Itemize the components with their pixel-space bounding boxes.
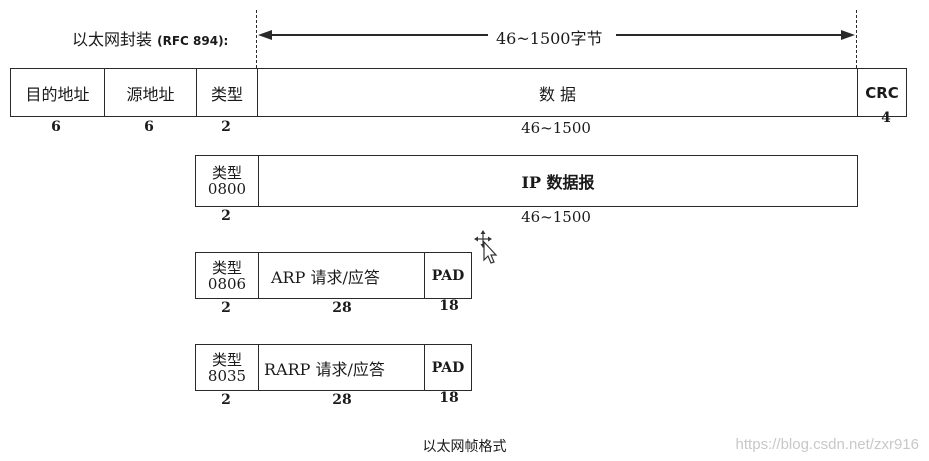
- rarp-size-payload: 28: [332, 392, 352, 408]
- arp-size-payload: 28: [332, 300, 352, 316]
- size-src: 6: [144, 119, 154, 135]
- move-cursor-icon: [474, 230, 498, 264]
- rarp-payload-label: RARP 请求/应答: [264, 359, 385, 379]
- right-dashed-guide: [856, 10, 857, 68]
- ethernet-frame: 目的地址 源地址 类型 数 据 CRC: [10, 68, 907, 117]
- rarp-type-label: 类型: [211, 350, 242, 369]
- field-data: 数 据: [257, 69, 857, 116]
- rarp-size-pad: 18: [439, 390, 459, 406]
- arp-frame: 类型 0806 ARP 请求/应答 PAD: [195, 252, 472, 299]
- watermark: https://blog.csdn.net/zxr916: [735, 436, 919, 453]
- ip-frame: 类型 0800 IP 数据报: [195, 155, 858, 207]
- rarp-size-type: 2: [221, 392, 231, 408]
- rarp-frame: 类型 8035 RARP 请求/应答 PAD: [195, 344, 472, 391]
- arp-payload-label: ARP 请求/应答: [271, 267, 380, 287]
- arp-size-pad: 18: [439, 298, 459, 314]
- field-src-address: 源地址: [104, 69, 196, 116]
- ip-type-label: 类型: [211, 164, 242, 182]
- arp-pad-field: PAD: [424, 253, 471, 298]
- rarp-type-field: 类型 8035: [196, 345, 258, 390]
- figure-caption: 以太网帧格式: [422, 439, 507, 455]
- encapsulation-title: 以太网封装 (RFC 894):: [72, 26, 228, 50]
- ip-size-data: 46~1500: [521, 208, 591, 226]
- ip-type-code: 0800: [207, 180, 247, 198]
- ip-type-field: 类型 0800: [196, 156, 258, 206]
- size-type: 2: [221, 119, 231, 135]
- rarp-payload-field: RARP 请求/应答: [258, 345, 424, 390]
- size-data: 46~1500: [521, 119, 591, 137]
- field-dest-address: 目的地址: [25, 84, 90, 104]
- size-dest: 6: [51, 119, 61, 135]
- field-crc: CRC: [857, 69, 906, 116]
- field-type: 类型: [196, 69, 257, 116]
- rarp-type-code: 8035: [207, 366, 247, 385]
- encapsulation-label: 以太网封装: [72, 30, 153, 49]
- ip-size-type: 2: [221, 208, 231, 224]
- arp-type-code: 0806: [207, 274, 247, 293]
- arp-type-field: 类型 0806: [196, 253, 258, 298]
- rfc-reference: (RFC 894):: [157, 34, 229, 48]
- left-dashed-guide: [256, 10, 257, 68]
- range-label: 46~1500字节: [496, 29, 603, 48]
- arp-type-label: 类型: [211, 258, 242, 277]
- ip-datagram-field: IP 数据报: [258, 156, 857, 206]
- arp-payload-field: ARP 请求/应答: [258, 253, 424, 298]
- rarp-pad-field: PAD: [424, 345, 471, 390]
- size-crc: 4: [881, 110, 891, 126]
- arp-size-type: 2: [221, 300, 231, 316]
- range-arrow: [258, 30, 855, 40]
